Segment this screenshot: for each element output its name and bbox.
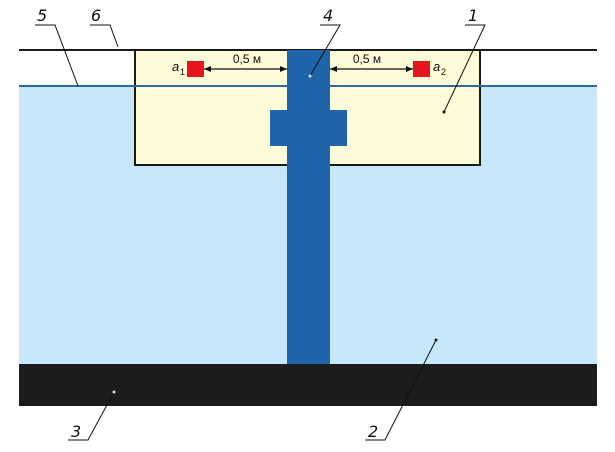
sensor-a2 [413, 61, 430, 77]
sensor-a2-letter: a [433, 59, 440, 74]
callout-6: 6 [91, 6, 101, 25]
leader-dot-3 [112, 390, 116, 394]
sensor-a1-letter: a [172, 59, 179, 74]
dimension-label-right: 0,5 м [353, 52, 381, 66]
pile-collar [270, 110, 347, 146]
leader-line-4 [309, 24, 341, 77]
callout-4: 4 [323, 6, 333, 25]
callout-5: 5 [37, 6, 47, 25]
leader-line-5 [35, 24, 79, 87]
leader-dot-1 [442, 110, 446, 114]
callout-2: 2 [368, 422, 378, 441]
leader-line-6 [90, 24, 119, 48]
soil-bottom [19, 364, 597, 406]
callout-3: 3 [71, 422, 81, 441]
leader-line-1 [443, 24, 486, 113]
leader-line-3 [68, 391, 115, 441]
dimension-label-left: 0,5 м [233, 52, 261, 66]
sensor-a2-index: 2 [441, 67, 446, 77]
pile-shaft [287, 50, 330, 366]
sensor-a1-index: 1 [180, 67, 185, 77]
leader-dot-2 [434, 338, 438, 342]
callout-1: 1 [468, 6, 478, 25]
leader-line-2 [365, 339, 437, 441]
leader-dot-4 [308, 74, 312, 78]
sensor-a1 [187, 61, 204, 77]
